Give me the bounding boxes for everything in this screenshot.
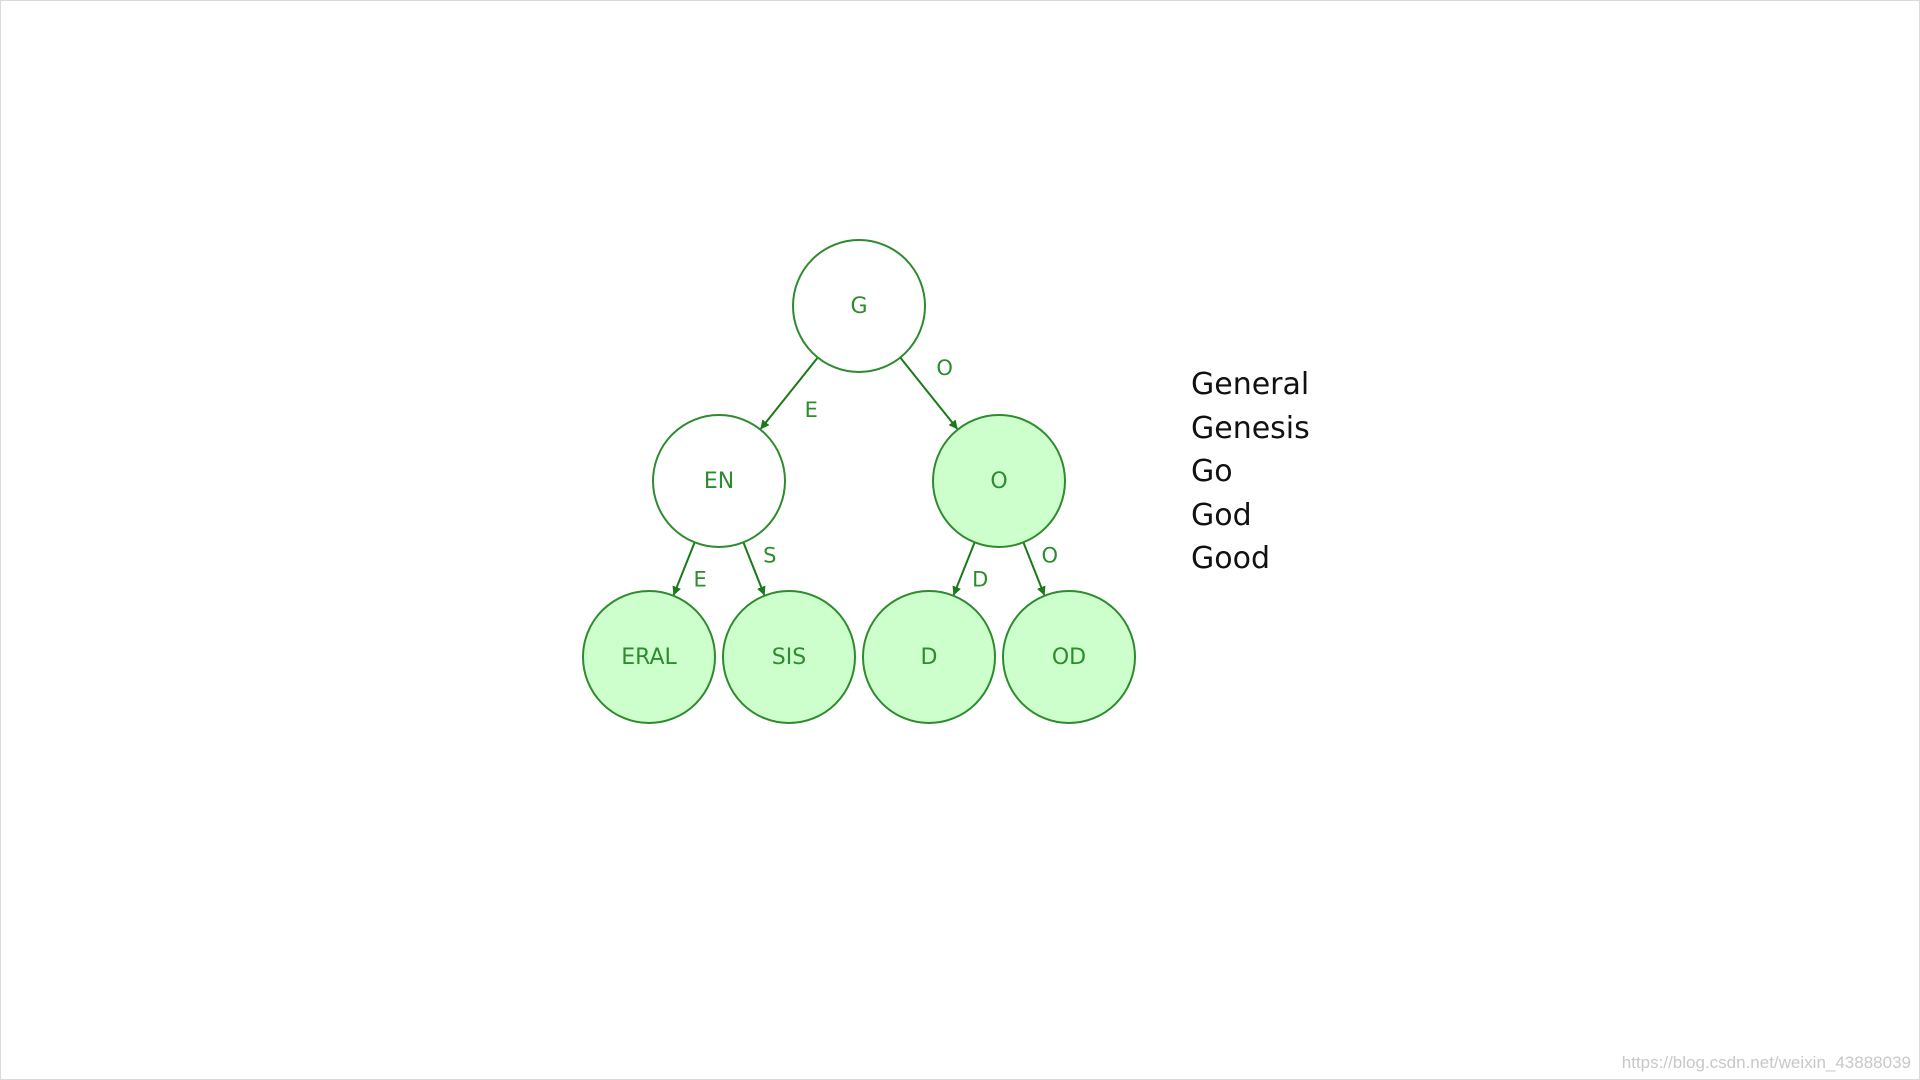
word-item: General: [1191, 367, 1310, 402]
word-item: Genesis: [1191, 410, 1310, 446]
node-eral: ERAL: [582, 590, 716, 724]
edge-arrow-en-sis: [742, 541, 766, 596]
watermark: https://blog.csdn.net/weixin_43888039: [1621, 1053, 1911, 1072]
node-d: D: [862, 590, 996, 724]
word-item: God: [1191, 497, 1252, 533]
node-label-d: D: [921, 645, 938, 670]
word-list: General Genesis Go God Good: [1191, 363, 1310, 581]
node-circle-sis: [722, 590, 856, 724]
node-circle-en: [652, 414, 786, 548]
node-label-root: G: [850, 294, 867, 319]
word-item: Good: [1191, 541, 1270, 576]
node-circle-d: [862, 590, 996, 724]
word-item: Go: [1191, 454, 1233, 489]
edge-arrow-root-en: [760, 356, 819, 430]
node-root: G: [792, 239, 926, 373]
edge-label-en-sis: S: [763, 544, 776, 568]
node-en: EN: [652, 414, 786, 548]
node-label-od: OD: [1052, 645, 1086, 670]
node-sis: SIS: [722, 590, 856, 724]
node-label-sis: SIS: [772, 645, 806, 670]
node-o: O: [932, 414, 1066, 548]
node-circle-od: [1002, 590, 1136, 724]
edge-label-en-eral: E: [694, 568, 707, 592]
node-circle-root: [792, 239, 926, 373]
edge-arrow-root-o: [899, 356, 958, 430]
node-circle-o: [932, 414, 1066, 548]
edge-label-root-en: E: [805, 398, 818, 422]
node-label-en: EN: [704, 469, 734, 494]
node-label-o: O: [990, 469, 1007, 494]
edge-arrow-o-od: [1022, 541, 1046, 596]
node-od: OD: [1002, 590, 1136, 724]
edge-arrow-o-d: [952, 541, 976, 596]
node-label-eral: ERAL: [621, 645, 677, 670]
edge-label-o-od: O: [1042, 544, 1059, 568]
node-circle-eral: [582, 590, 716, 724]
edge-label-root-o: O: [936, 356, 953, 380]
edge-arrow-en-eral: [672, 541, 696, 596]
edge-label-o-d: D: [972, 568, 988, 592]
